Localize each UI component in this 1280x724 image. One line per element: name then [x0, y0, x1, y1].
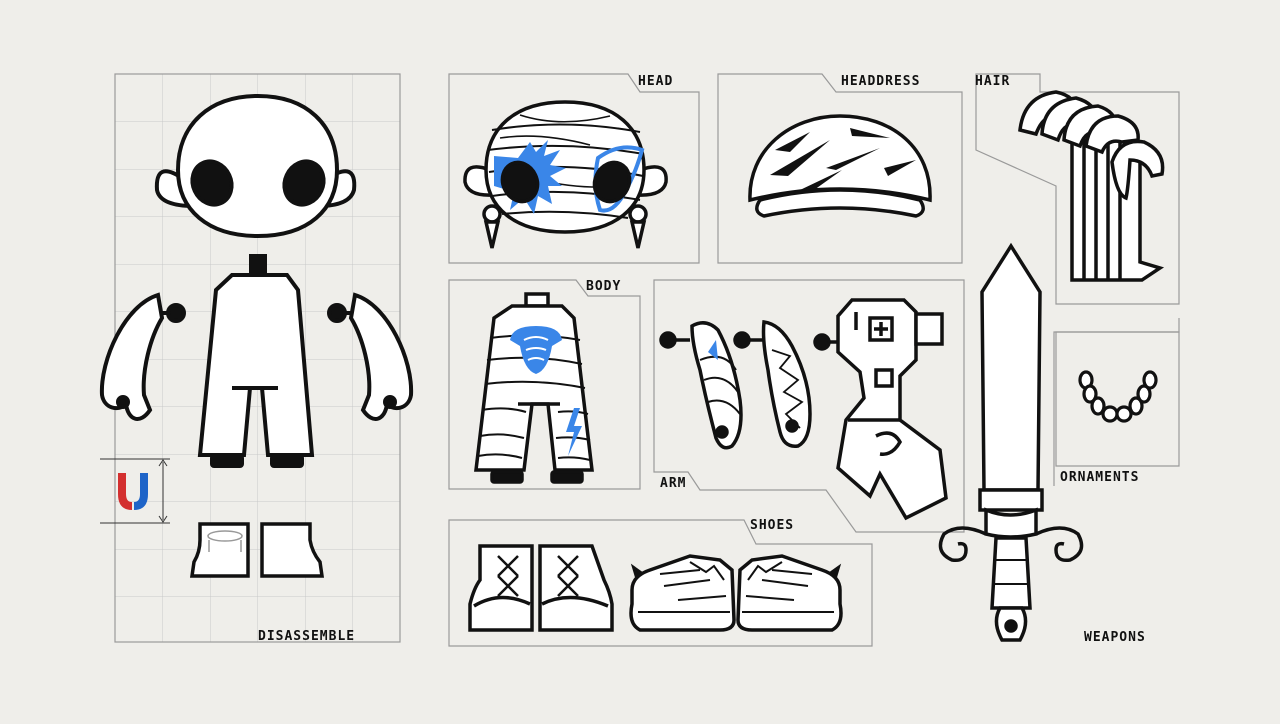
hair-panel: [975, 73, 1180, 305]
base-shoes: [189, 522, 325, 578]
disassemble-label: DISASSEMBLE: [258, 629, 356, 644]
ornaments-panel: [1055, 331, 1180, 467]
hair-label: HAIR: [975, 74, 1011, 89]
headdress-part: [748, 114, 932, 218]
shoes-label: SHOES: [750, 518, 795, 533]
ornaments-part: [1078, 370, 1158, 423]
shoes-panel: [448, 519, 873, 647]
magnet-icon: [118, 473, 148, 510]
sword-icon: [938, 242, 1084, 642]
arm-label: ARM: [660, 476, 687, 491]
base-arms: [99, 292, 414, 421]
magnet-measurement: [100, 458, 170, 524]
head-panel: [448, 73, 700, 264]
arm-part-robot: [813, 298, 948, 521]
head-part: [463, 100, 668, 249]
weapons-label: WEAPONS: [1084, 630, 1146, 645]
body-label: BODY: [586, 279, 622, 294]
shoes-part-plain: [468, 544, 614, 632]
headdress-label: HEADDRESS: [841, 74, 921, 89]
hair-part: [1018, 90, 1165, 282]
body-panel: [448, 279, 641, 490]
arm-panel: [653, 279, 965, 533]
headdress-panel: [717, 73, 963, 264]
body-part: [474, 292, 594, 484]
ornaments-label: ORNAMENTS: [1060, 470, 1140, 485]
arm-part-patterned: [733, 320, 812, 448]
shoes-part-spiked: [629, 554, 843, 632]
weapons-panel: [1053, 318, 1180, 486]
base-head: [154, 93, 357, 239]
arm-part-bandaged: [659, 321, 743, 450]
head-label: HEAD: [638, 74, 674, 89]
base-torso: [197, 254, 315, 468]
